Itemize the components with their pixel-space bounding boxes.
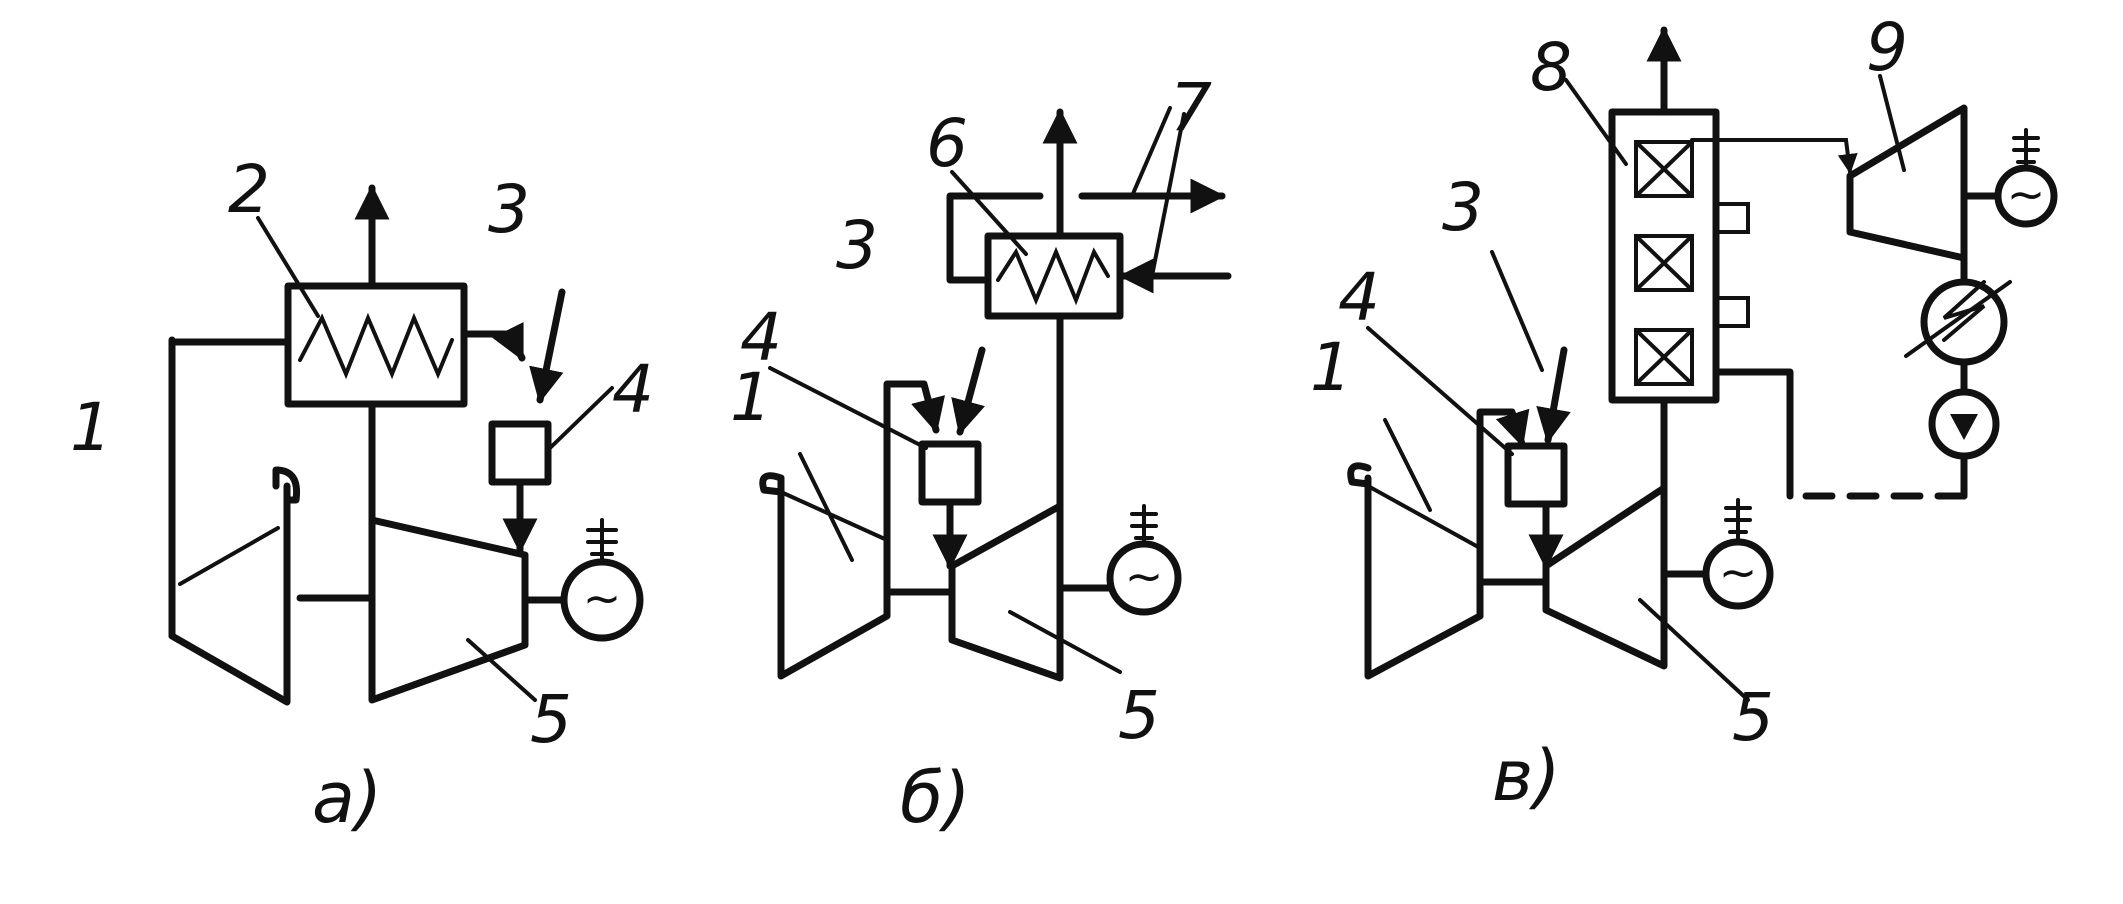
ground-icon xyxy=(1130,504,1158,546)
leader-5 xyxy=(466,638,537,702)
leader-1 xyxy=(178,526,280,586)
generator-symbol: ~ xyxy=(1125,549,1164,603)
diagram-c: ~ ~ xyxy=(1310,9,2058,817)
label-4: 4 xyxy=(1338,259,1380,336)
leader-7a xyxy=(1130,106,1172,198)
ground-icon xyxy=(2012,128,2040,170)
heat-exchanger-coil xyxy=(996,246,1110,306)
label-5: 5 xyxy=(530,681,572,758)
generator-symbol: ~ xyxy=(2007,167,2046,221)
combustion-chamber-4 xyxy=(918,440,982,506)
hrsg-loop-1 xyxy=(1714,202,1750,234)
label-7: 7 xyxy=(1170,69,1212,146)
compressor-top xyxy=(779,490,889,542)
label-3: 3 xyxy=(836,207,878,284)
air-to-chamber-b xyxy=(883,380,945,596)
condenser-coil xyxy=(1942,280,1986,342)
generator-b: ~ xyxy=(1106,504,1182,616)
leader-6 xyxy=(950,170,1028,256)
bypass-loop-b xyxy=(946,192,1044,284)
leader-4 xyxy=(1366,326,1514,456)
caption-c: в) xyxy=(1492,735,1561,817)
compressor-1 xyxy=(1364,474,1484,680)
regenerator-2 xyxy=(284,282,468,408)
fuel-arrow-a xyxy=(529,288,566,404)
steam-to-turbine xyxy=(1690,138,1858,174)
hrsg-sections xyxy=(1634,140,1694,386)
leader-5 xyxy=(1008,610,1122,674)
regenerator-coil xyxy=(298,312,454,380)
condenser-line xyxy=(1904,280,2012,358)
fuel-arrow-c xyxy=(1536,346,1571,444)
label-8: 8 xyxy=(1530,29,1572,106)
ground-icon xyxy=(1724,498,1752,542)
compressor-inlet xyxy=(272,466,301,504)
steam-turbine-9 xyxy=(1846,104,1968,262)
hrsg-loop-2 xyxy=(1714,296,1750,328)
generator-a: ~ xyxy=(560,518,644,642)
label-2: 2 xyxy=(228,151,270,228)
leader-4 xyxy=(548,386,614,450)
leader-8 xyxy=(1564,78,1628,166)
label-5: 5 xyxy=(1118,677,1160,754)
leader-2 xyxy=(256,216,320,318)
leader-4 xyxy=(768,366,928,450)
leader-1 xyxy=(1383,418,1432,512)
combustion-chamber-4 xyxy=(1504,442,1568,508)
caption-b: б) xyxy=(900,757,970,839)
leader-7b xyxy=(1150,112,1186,278)
air-to-chamber-a xyxy=(460,321,526,362)
feed-water-to-hrsg xyxy=(1712,368,1794,500)
fuel-arrow-b xyxy=(951,346,986,436)
label-1: 1 xyxy=(1310,329,1352,406)
compressor-inlet xyxy=(759,472,785,496)
label-3: 3 xyxy=(1442,169,1484,246)
label-6: 6 xyxy=(926,105,968,182)
turbine-5 xyxy=(368,516,529,704)
leader-9 xyxy=(1878,74,1906,172)
generator-c: ~ xyxy=(1702,498,1774,610)
diagram-a: ~ 1 2 3 4 5 а) xyxy=(70,151,654,839)
generator-st: ~ xyxy=(1994,128,2058,228)
ground-icon xyxy=(586,518,618,564)
heat-exchanger-6 xyxy=(984,232,1124,320)
generator-symbol: ~ xyxy=(1719,545,1758,599)
label-5: 5 xyxy=(1732,679,1774,756)
air-to-chamber-c xyxy=(1476,408,1530,586)
label-1: 1 xyxy=(730,359,772,436)
generator-symbol: ~ xyxy=(583,571,622,625)
label-4: 4 xyxy=(740,299,782,376)
label-3: 3 xyxy=(488,171,530,248)
label-4: 4 xyxy=(612,351,654,428)
leader-5 xyxy=(1638,598,1750,702)
compressor-top xyxy=(1366,484,1482,550)
pump-icon xyxy=(1950,414,1978,440)
compressor-1 xyxy=(777,474,891,680)
compressor-inlet xyxy=(1347,462,1372,488)
label-1: 1 xyxy=(70,389,112,466)
turbine-5 xyxy=(1542,484,1668,670)
compressor-1 xyxy=(168,336,291,706)
turbine-5 xyxy=(948,502,1064,682)
diagram-b: ~ 1 3 4 5 6 7 б) xyxy=(730,69,1232,839)
combustion-chamber-4 xyxy=(488,420,552,486)
label-9: 9 xyxy=(1866,9,1908,86)
caption-a: а) xyxy=(312,757,382,839)
leader-3 xyxy=(1490,250,1544,372)
leader-1 xyxy=(798,452,854,562)
